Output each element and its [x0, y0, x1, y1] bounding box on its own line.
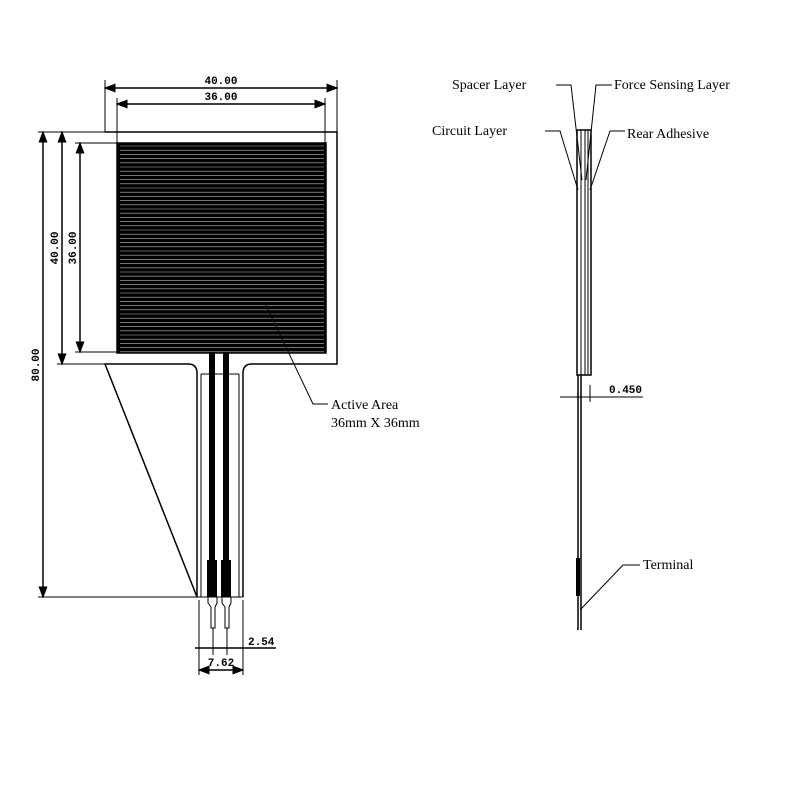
terminal-label: Terminal: [643, 558, 693, 573]
force-sensing-layer-label: Force Sensing Layer: [614, 78, 730, 93]
dim-height-total: 80.00: [31, 348, 43, 381]
front-view: 40.00 36.00 80.00 40.00 36.00 2.54 7.62 …: [31, 76, 420, 675]
terminal-right: [221, 560, 231, 597]
trace-left: [209, 352, 215, 562]
dim-width-active: 36.00: [204, 92, 237, 104]
terminal-left: [207, 560, 217, 597]
active-area: [116, 142, 327, 354]
side-terminal: [576, 558, 580, 596]
rear-adhesive-label: Rear Adhesive: [627, 127, 709, 142]
circuit-layer-label: Circuit Layer: [432, 124, 507, 139]
sensor-outline: [103, 131, 338, 598]
spacer-layer-label: Spacer Layer: [452, 78, 527, 93]
trace-right: [223, 352, 229, 562]
dim-width-outer: 40.00: [204, 76, 237, 88]
dim-pin-pitch: 2.54: [248, 637, 275, 649]
dim-height-active: 36.00: [68, 231, 80, 264]
active-area-label: Active Area: [331, 398, 399, 413]
active-area-size: 36mm X 36mm: [331, 416, 420, 431]
dim-height-outer: 40.00: [50, 231, 62, 264]
dim-thickness: 0.450: [609, 385, 642, 397]
side-view: 0.450 Spacer Layer Force Sensing Layer C…: [432, 78, 730, 630]
dim-tail-width: 7.62: [208, 658, 234, 670]
layer-stack: [576, 129, 592, 376]
active-area-electrodes: [120, 145, 324, 353]
